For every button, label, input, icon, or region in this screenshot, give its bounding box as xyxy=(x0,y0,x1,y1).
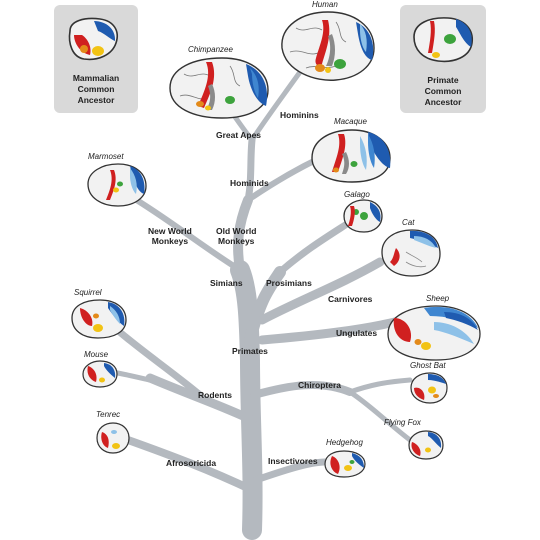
clade-label-afrosoricida: Afrosoricida xyxy=(166,458,217,468)
branch-hominins xyxy=(249,69,303,143)
branch-trunk xyxy=(230,260,263,540)
mammalian-ancestor-line2: Common xyxy=(77,84,115,94)
species-label-cat: Cat xyxy=(402,218,415,227)
species-label-human: Human xyxy=(312,0,338,9)
tree-branches xyxy=(109,69,413,540)
tenrec-brain-icon xyxy=(96,422,130,454)
mammalian-ancestor-line3: Ancestor xyxy=(77,95,115,105)
branch-primates-to-prosimians xyxy=(244,266,286,346)
clade-label-hominins: Hominins xyxy=(280,110,319,120)
clade-label-hominids: Hominids xyxy=(230,178,269,188)
primate-ancestor-line3: Ancestor xyxy=(424,97,462,107)
clade-label-chiroptera: Chiroptera xyxy=(298,380,341,390)
species-label-marmoset: Marmoset xyxy=(88,152,124,161)
branch-rodents-squirrel xyxy=(111,324,204,399)
species-label-mouse: Mouse xyxy=(84,350,109,359)
clade-label-prosimians: Prosimians xyxy=(266,278,312,288)
clade-label-rodents: Rodents xyxy=(198,390,232,400)
clade-label-new-world-line1: New World xyxy=(148,226,192,236)
clade-label-insectivores: Insectivores xyxy=(268,456,318,466)
species-label-sheep: Sheep xyxy=(426,294,450,303)
clade-label-ungulates: Ungulates xyxy=(336,328,378,338)
human-brain-icon xyxy=(281,11,375,81)
clade-label-simians: Simians xyxy=(210,278,243,288)
branch-chiroptera xyxy=(250,381,354,399)
clade-label-old-world-monkeys: Old World Monkeys xyxy=(216,226,256,246)
species-label-chimpanzee: Chimpanzee xyxy=(188,45,233,54)
branch-ungulates xyxy=(257,317,400,345)
primate-ancestor-brain-icon xyxy=(413,17,473,63)
primate-ancestor-box: Primate Common Ancestor xyxy=(400,5,486,113)
cat-brain-icon xyxy=(381,229,441,277)
branch-ghost-bat xyxy=(347,377,413,395)
clade-label-old-world-line1: Old World xyxy=(216,226,257,236)
species-label-ghost-bat: Ghost Bat xyxy=(410,361,446,370)
species-label-hedgehog: Hedgehog xyxy=(326,438,363,447)
branch-new-world xyxy=(127,193,243,273)
mammalian-ancestor-line1: Mammalian xyxy=(72,73,120,83)
clade-label-carnivores: Carnivores xyxy=(328,294,373,304)
clade-label-new-world-monkeys: New World Monkeys xyxy=(148,226,192,246)
clade-label-great-apes: Great Apes xyxy=(216,130,262,140)
branch-carnivores-up xyxy=(257,257,385,325)
branch-afrosoricida xyxy=(124,436,256,494)
branch-hominids-up xyxy=(244,136,256,204)
hedgehog-brain-icon xyxy=(324,450,366,478)
species-label-tenrec: Tenrec xyxy=(96,410,121,419)
species-label-galago: Galago xyxy=(344,190,370,199)
primate-ancestor-line1: Primate xyxy=(427,75,459,85)
primate-ancestor-line2: Common xyxy=(424,86,462,96)
branch-flying-fox xyxy=(347,389,413,443)
ghost-bat-brain-icon xyxy=(410,372,448,404)
mammalian-ancestor-brain-icon xyxy=(68,17,118,61)
clade-label-old-world-line2: Monkeys xyxy=(218,236,255,246)
branch-simians-up xyxy=(233,195,253,275)
galago-brain-icon xyxy=(343,199,383,233)
species-label-squirrel: Squirrel xyxy=(74,288,102,297)
species-label-macaque: Macaque xyxy=(334,117,367,126)
flying-fox-brain-icon xyxy=(408,430,444,460)
sheep-brain-icon xyxy=(387,305,481,361)
species-label-flying-fox: Flying Fox xyxy=(384,418,421,427)
chimpanzee-brain-icon xyxy=(169,57,269,119)
squirrel-brain-icon xyxy=(71,299,127,339)
branch-insectivores xyxy=(252,458,329,484)
clade-label-new-world-line2: Monkeys xyxy=(151,236,189,246)
mouse-brain-icon xyxy=(82,360,118,388)
macaque-brain-icon xyxy=(311,129,391,183)
branch-prosimians xyxy=(276,218,354,276)
clade-label-primates: Primates xyxy=(232,346,268,356)
mammalian-ancestor-box: Mammalian Common Ancestor xyxy=(54,5,138,113)
marmoset-brain-icon xyxy=(87,163,147,207)
